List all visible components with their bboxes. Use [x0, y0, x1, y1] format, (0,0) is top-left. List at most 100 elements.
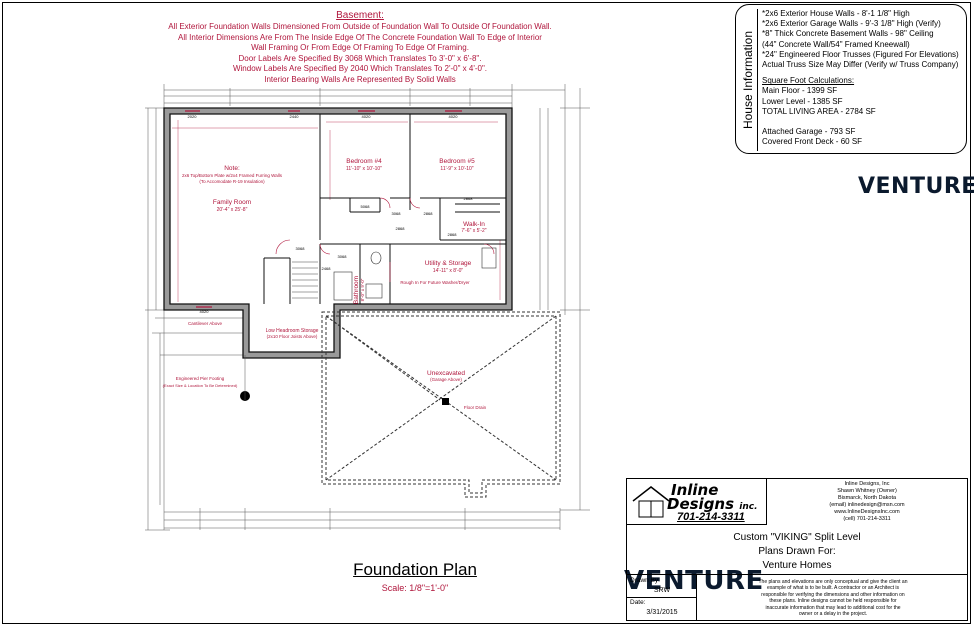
venture-logo-top: VENTURE [858, 174, 974, 199]
family-note-heading: Note: [224, 165, 240, 172]
door-label: 5068 [361, 204, 371, 209]
disclaimer-line: responsible for verifying the dimensions… [761, 591, 905, 598]
pier-footing-note: (Exact Size & Location To Be Determined) [163, 383, 238, 388]
door-label: 3068 [296, 246, 306, 251]
disclaimer-line: The plans and elevations are only concep… [758, 579, 908, 585]
spec-line: Actual Truss Size May Differ (Verify w/ … [762, 60, 959, 70]
family-room-dims: 20'-4" x 25'-8" [217, 207, 248, 213]
bathroom-fixtures [333, 247, 497, 301]
note-line: All Exterior Foundation Walls Dimensione… [168, 22, 552, 31]
spec-line: (44" Concrete Wall/54" Framed Kneewall) [762, 39, 910, 49]
drawn-by-value: SRW [653, 587, 671, 594]
disclaimer-line: inaccurate information that may lead to … [765, 604, 901, 611]
stairs [292, 261, 318, 299]
window-label: 2020 [188, 114, 198, 119]
garage-foundation [321, 311, 561, 498]
note-line: Wall Framing Or From Edge Of Framing To … [251, 43, 469, 52]
drawn-by-label: Drawn By: [630, 577, 660, 584]
walkin-name: Walk-In [463, 221, 485, 228]
house-info-lines: *2x6 Exterior House Walls - 8'-1 1/8" Hi… [762, 9, 959, 147]
plan-title-block: Foundation Plan Scale: 1/8"=1'-0" [330, 560, 500, 593]
walkin-dims: 7'-6" x 5'-2" [461, 228, 486, 234]
door-label: 2468 [322, 266, 332, 271]
door-label: 2868 [424, 211, 434, 216]
company-name-suffix: inc. [739, 502, 758, 512]
notes-header: Basement: [336, 10, 384, 21]
pier-footing-label: Engineered Pier Footing [176, 376, 225, 381]
disclaimer-line: owner or a delay in the project. [798, 611, 868, 618]
sqft-line: Lower Level - 1385 SF [762, 96, 843, 106]
window-marks [185, 110, 462, 308]
date-label: Date: [630, 599, 646, 606]
family-note-line: 2x6 Top/Bottom Plate w/2x4 Framed Furrin… [182, 173, 283, 178]
spec-line: *2x6 Exterior House Walls - 8'-1 1/8" Hi… [762, 9, 910, 18]
low-headroom-note: (2x10 Floor Joists Above) [267, 334, 318, 339]
door-label: 3068 [338, 254, 348, 259]
note-line: Interior Bearing Walls Are Represented B… [264, 74, 456, 84]
floor-drain-label: Floor Drain [464, 405, 487, 410]
house-logo-icon [632, 486, 670, 518]
spec-line: *2x6 Exterior Garage Walls - 9'-3 1/8" H… [762, 19, 941, 29]
floor-drain-marker [442, 398, 449, 405]
title-block: Inline Designs inc. 701-214-3311 Inline … [626, 478, 968, 621]
opening-labels: 2020 2440 4020 4020 4020 3068 2868 3068 … [188, 114, 474, 314]
bedroom5-name: Bedroom #5 [439, 158, 475, 165]
note-line: Door Labels Are Specified By 3068 Which … [238, 53, 482, 63]
family-room-name: Family Room [213, 199, 251, 206]
interior-walls [263, 114, 506, 304]
window-label: 2440 [290, 114, 300, 119]
company-name-line2: Designs [667, 495, 735, 513]
project-name: Custom "VIKING" Split Level [733, 532, 861, 543]
company-info-line: (cell) 701-214-3311 [843, 516, 891, 522]
dimension-lines [145, 84, 590, 531]
disclaimer: The plans and elevations are only concep… [701, 579, 965, 617]
spec-line: *8" Thick Concrete Basement Walls - 98" … [762, 29, 934, 39]
bedroom4-name: Bedroom #4 [346, 158, 382, 165]
drawn-for-label: Plans Drawn For: [758, 546, 836, 557]
bedroom5-dims: 11'-9" x 10'-10" [440, 166, 473, 172]
window-label: 4020 [449, 114, 459, 119]
sqft-line: TOTAL LIVING AREA - 2784 SF [762, 106, 876, 116]
note-line: Window Labels Are Specified By 2040 Whic… [232, 64, 488, 73]
bathroom-name: Bathroom [353, 276, 360, 304]
client-name: Venture Homes [762, 560, 832, 571]
sqft-line: Main Floor - 1399 SF [762, 86, 838, 96]
door-swings [275, 197, 495, 282]
cantilever-label: Cantilever Above [188, 321, 223, 326]
company-info-line: Inline Designs, Inc [844, 481, 890, 487]
company-info-line: www.InlineDesignsInc.com [834, 509, 900, 515]
room-labels: Note: 2x6 Top/Bottom Plate w/2x4 Framed … [163, 158, 487, 410]
house-info-side-tab: House Information [738, 9, 758, 151]
note-line: All Interior Dimensions Are From The Ins… [178, 32, 542, 42]
company-phone: 701-214-3311 [677, 511, 745, 523]
spec-line: *24" Engineered Floor Trusses (Figured F… [762, 49, 959, 59]
company-logo-box: Inline Designs inc. 701-214-3311 [627, 479, 767, 525]
window-label: 4020 [200, 309, 210, 314]
plan-title: Foundation Plan [353, 560, 477, 579]
sqft-line: Covered Front Deck - 60 SF [762, 137, 863, 147]
sqft-line: Attached Garage - 793 SF [762, 127, 856, 137]
interior-dimension-lines [172, 120, 501, 302]
venture-logo-bottom: VENTURE [624, 566, 764, 596]
sqft-header: Square Foot Calculations: [762, 76, 855, 86]
utility-name: Utility & Storage [425, 260, 472, 267]
disclaimer-line: example of what is to be built. A contra… [766, 585, 899, 592]
company-info: Inline Designs, Inc Shawn Whitney (Owner… [767, 481, 967, 523]
door-label: 3068 [392, 211, 402, 216]
unexcavated-name: Unexcavated [427, 370, 465, 377]
company-logo-line2: Designs inc. [667, 495, 758, 513]
company-info-line: (email) inlinedesign@msn.com [829, 502, 905, 508]
project-box: Custom "VIKING" Split Level Plans Drawn … [627, 525, 967, 575]
door-label: 2868 [448, 232, 458, 237]
bedroom4-dims: 11'-10" x 10'-10" [346, 166, 382, 172]
house-information-box: House Information *2x6 Exterior House Wa… [735, 4, 967, 154]
door-label: 2868 [396, 226, 406, 231]
family-note-line: (To Accomodate R-19 Insulation) [199, 179, 265, 184]
date-value: 3/31/2015 [646, 609, 678, 616]
basement-notes: Basement: All Exterior Foundation Walls … [150, 10, 570, 85]
utility-note: Rough In For Future Washer/Dryer [400, 280, 470, 285]
disclaimer-line: these plans. Inline designs cannot be he… [769, 598, 897, 605]
door-label: 2868 [464, 196, 474, 201]
